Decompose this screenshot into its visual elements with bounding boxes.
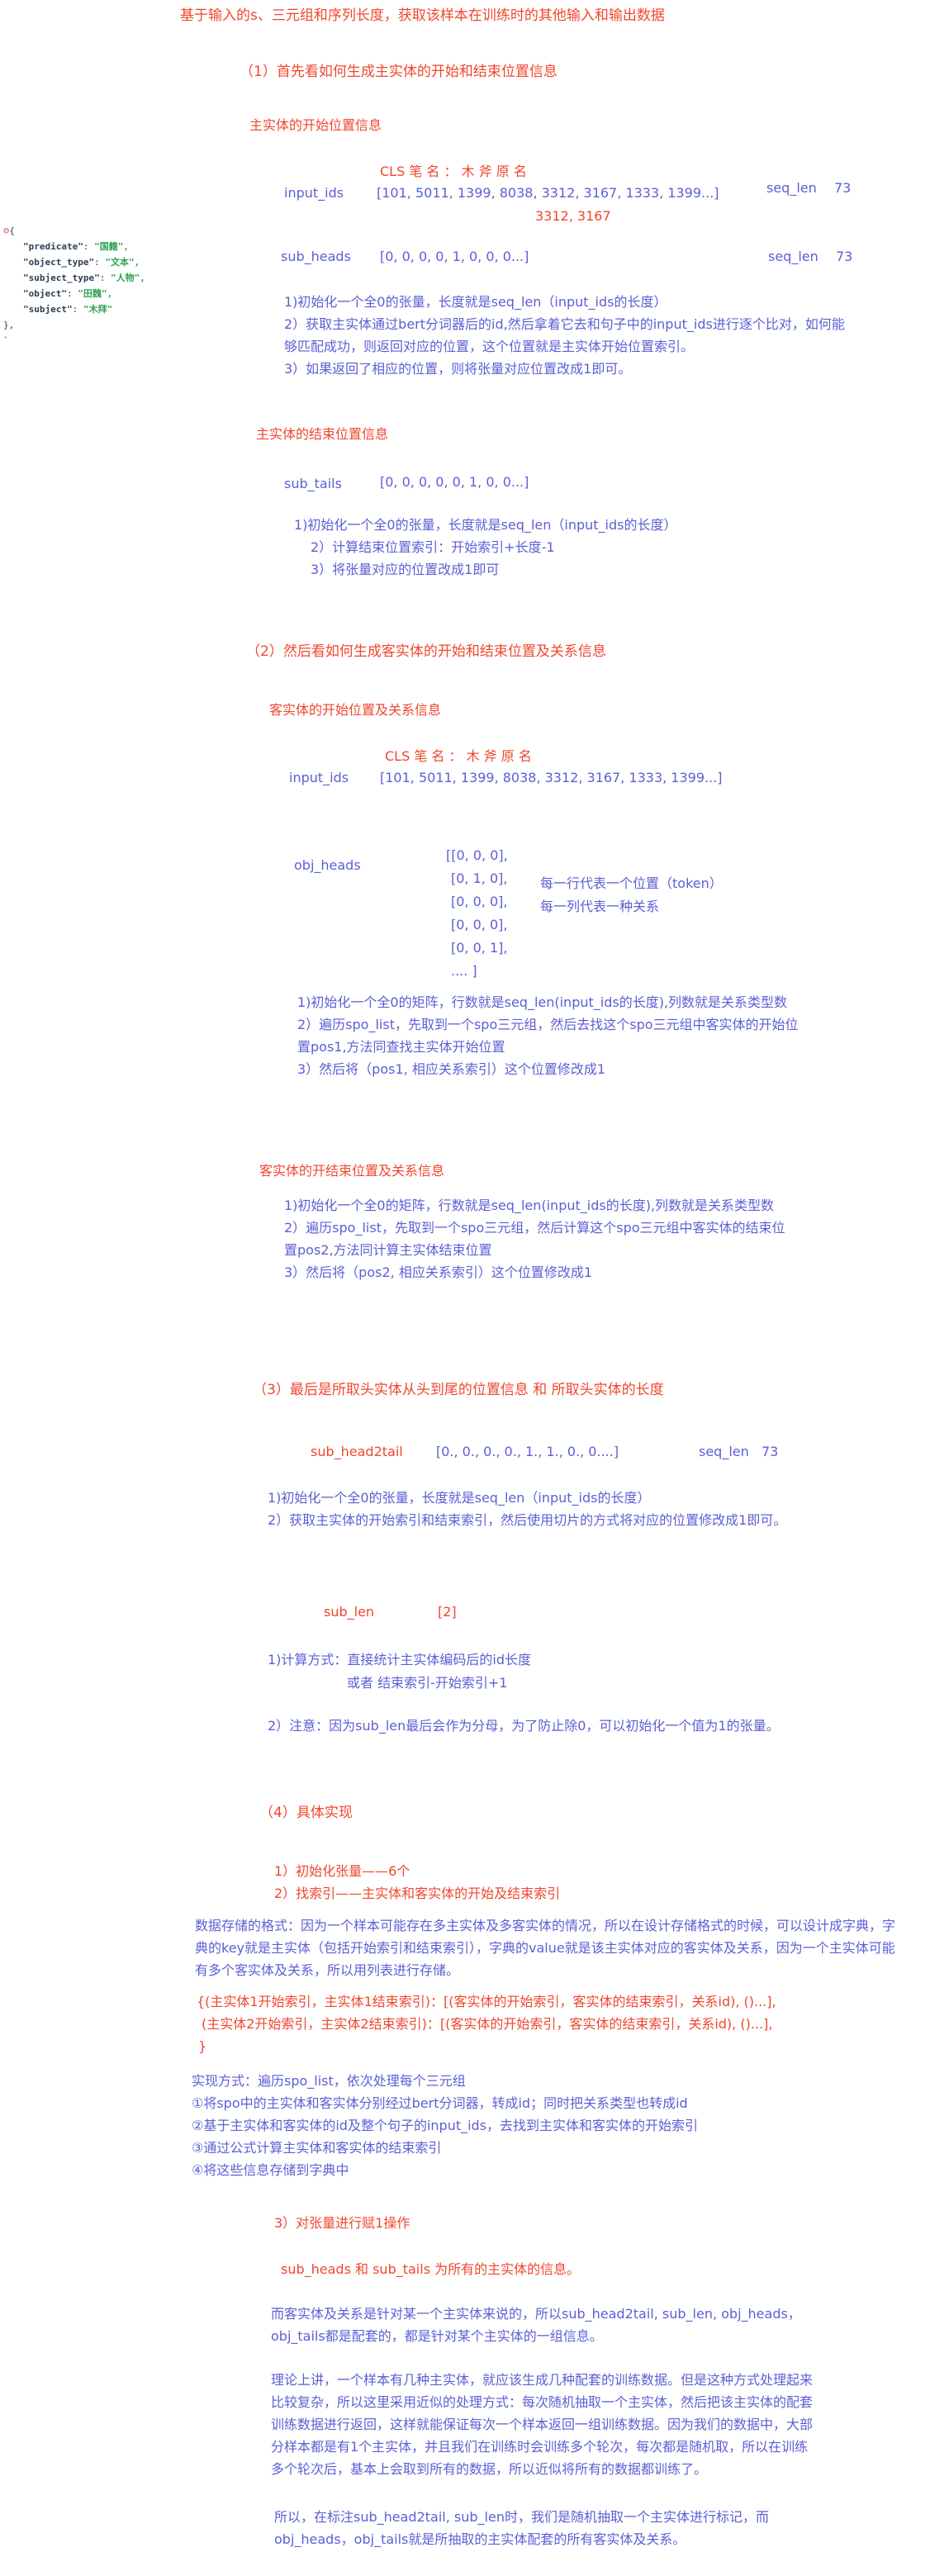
json-value: "文本", <box>105 257 140 268</box>
sub-heads-value: [0, 0, 0, 0, 1, 0, 0, 0...] <box>380 249 529 264</box>
sub-heads-label: sub_heads <box>281 249 351 264</box>
section3-title: （3）最后是所取头实体从头到尾的位置信息 和 所取头实体的长度 <box>253 1382 664 1398</box>
json-snippet: ⊖{ "predicate": "国籍", "object_type": "文本… <box>3 225 145 346</box>
section2-end-title: 客实体的开结束位置及关系信息 <box>259 1163 445 1179</box>
json-key: "subject_type" <box>23 273 100 283</box>
step-text: ②基于主实体和客实体的id及整个句子的input_ids，去找到主实体和客实体的… <box>192 2118 699 2133</box>
sub-len-value: [2] <box>438 1604 457 1620</box>
seq-len-label: seq_len <box>766 180 817 196</box>
matrix-row: [[0, 0, 0], <box>446 847 508 863</box>
sub-head2tail-value: [0., 0., 0., 0., 1., 1., 0., 0....] <box>436 1444 619 1459</box>
section2-title: （2）然后看如何生成客实体的开始和结束位置及关系信息 <box>246 643 606 660</box>
step-text: 1)初始化一个全0的张量，长度就是seq_len（input_ids的长度） <box>294 517 677 533</box>
head2tail-steps: 1)初始化一个全0的张量，长度就是seq_len（input_ids的长度） 2… <box>268 1487 813 1531</box>
format-red-line: } <box>198 2038 207 2054</box>
step-text: ④将这些信息存储到字典中 <box>192 2162 349 2178</box>
step-text: 3）然后将（pos2, 相应关系索引）这个位置修改成1 <box>284 1264 592 1280</box>
section2-start-title: 客实体的开始位置及关系信息 <box>269 702 442 718</box>
impl-method-title: 实现方式：遍历spo_list，依次处理每个三元组 <box>192 2073 466 2089</box>
impl-item2: 2）找索引——主实体和客实体的开始及结束索引 <box>274 1886 561 1901</box>
step-text: ①将spo中的主实体和客实体分别经过bert分词器，转成id；同时把关系类型也转… <box>192 2095 688 2111</box>
step-text: 2）遍历spo_list，先取到一个spo三元组，然后计算这个spo三元组中客实… <box>284 1220 785 1258</box>
page-title: 基于输入的s、三元组和序列长度，获取该样本在训练时的其他输入和输出数据 <box>180 7 665 24</box>
step-text: 2）计算结束位置索引：开始索引+长度-1 <box>311 539 555 555</box>
section1-start-title: 主实体的开始位置信息 <box>249 117 382 133</box>
step-text: 2）获取主实体通过bert分词器后的id,然后拿着它去和句子中的input_id… <box>284 316 845 354</box>
impl-steps: ①将spo中的主实体和客实体分别经过bert分词器，转成id；同时把关系类型也转… <box>192 2092 698 2181</box>
step-text: 3）如果返回了相应的位置，则将张量对应位置改成1即可。 <box>284 361 632 377</box>
step-text: 2）获取主实体的开始索引和结束索引，然后使用切片的方式将对应的位置修改成1即可。 <box>268 1512 787 1528</box>
json-key: "subject" <box>23 304 73 315</box>
json-value: "人物", <box>110 273 145 283</box>
json-key: "object_type" <box>23 257 95 268</box>
input-ids-value: [101, 5011, 1399, 8038, 3312, 3167, 1333… <box>380 770 723 785</box>
step-text: 1)初始化一个全0的张量，长度就是seq_len（input_ids的长度） <box>268 1490 651 1506</box>
input-ids-label: input_ids <box>284 185 344 201</box>
seq-len-label: seq_len <box>699 1444 749 1459</box>
sub-tails-value: [0, 0, 0, 0, 0, 1, 0, 0...] <box>380 474 529 490</box>
paragraph-2: 理论上讲，一个样本有几种主实体，就应该生成几种配套的训练数据。但是这种方式处理起… <box>271 2372 814 2477</box>
matrix-row: [0, 0, 0], <box>451 917 508 932</box>
json-key: "object" <box>23 288 67 299</box>
json-value: "田魏", <box>78 288 113 299</box>
token-row: CLS 笔 名 ： 木 斧 原 名 <box>385 748 532 764</box>
section1-title: （1）首先看如何生成主实体的开始和结束位置信息 <box>240 64 558 80</box>
matrix-row: [0, 0, 0], <box>451 894 508 909</box>
step-text: 1)初始化一个全0的矩阵，行数就是seq_len(input_ids的长度),列… <box>297 994 788 1010</box>
json-close: }, <box>3 320 15 330</box>
obj-heads-matrix: [[0, 0, 0], [0, 1, 0], [0, 0, 0], [0, 0,… <box>446 844 508 983</box>
format-red-line: {(主实体1开始索引，主实体1结束索引)：[(客实体的开始索引，客实体的结束索引… <box>197 1994 776 2009</box>
seq-len-label: seq_len <box>768 249 818 264</box>
sub-len-step1b: 或者 结束索引-开始索引+1 <box>347 1675 508 1691</box>
format-paragraph: 数据存储的格式：因为一个样本可能存在多主实体及多客实体的情况，所以在设计存储格式… <box>195 1918 896 1978</box>
step-text: 1)初始化一个全0的张量，长度就是seq_len（input_ids的长度） <box>284 294 667 310</box>
bracket-icon: ⊖ <box>3 225 10 236</box>
seq-len-value: 73 <box>762 1444 779 1459</box>
section4-title: （4）具体实现 <box>259 1805 353 1821</box>
matrix-row: [0, 1, 0], <box>451 871 508 886</box>
step-text: 1)初始化一个全0的矩阵，行数就是seq_len(input_ids的长度),列… <box>284 1198 775 1213</box>
token-row: CLS 笔 名 ： 木 斧 原 名 <box>380 164 527 179</box>
step-text: 2）遍历spo_list，先取到一个spo三元组，然后去找这个spo三元组中客实… <box>297 1017 799 1055</box>
seq-len-value: 73 <box>836 249 853 264</box>
paragraph-1: 而客实体及关系是针对某一个主实体来说的，所以sub_head2tail, sub… <box>271 2306 801 2344</box>
seq-len-value: 73 <box>834 180 852 196</box>
impl-item3: 3）对张量进行赋1操作 <box>274 2215 410 2231</box>
matrix-row: .... ] <box>451 963 477 979</box>
step-text: 3）将张量对应的位置改成1即可 <box>311 562 500 577</box>
matrix-note-col: 每一列代表一种关系 <box>540 899 660 914</box>
sub-head2tail-label: sub_head2tail <box>311 1444 403 1459</box>
matrix-note-row: 每一行代表一个位置（token） <box>540 875 723 891</box>
json-key: "predicate" <box>23 241 83 252</box>
assign-red-text: sub_heads 和 sub_tails 为所有的主实体的信息。 <box>281 2261 581 2277</box>
end-steps: 1)初始化一个全0的张量，长度就是seq_len（input_ids的长度） 2… <box>294 514 676 581</box>
step-text: 3）然后将（pos1, 相应关系索引）这个位置修改成1 <box>297 1061 605 1077</box>
start-steps: 1)初始化一个全0的张量，长度就是seq_len（input_ids的长度） 2… <box>284 291 854 380</box>
matrix-row: [0, 0, 1], <box>451 940 508 956</box>
sub-len-step1: 1)计算方式：直接统计主实体编码后的id长度 <box>268 1652 532 1668</box>
obj-end-steps: 1)初始化一个全0的矩阵，行数就是seq_len(input_ids的长度),列… <box>284 1194 788 1283</box>
paragraph-3: 所以，在标注sub_head2tail, sub_len时，我们是随机抽取一个主… <box>274 2509 769 2547</box>
json-value: "木拜" <box>83 304 113 315</box>
sub-len-label: sub_len <box>324 1604 375 1620</box>
json-tail: ` <box>3 335 9 346</box>
sub-len-step2: 2）注意：因为sub_len最后会作为分母，为了防止除0，可以初始化一个值为1的… <box>268 1718 780 1734</box>
input-ids-label: input_ids <box>289 770 349 785</box>
format-red-line: (主实体2开始索引，主实体2结束索引)：[(客实体的开始索引，客实体的结束索引，… <box>202 2016 773 2032</box>
section1-end-title: 主实体的结束位置信息 <box>256 426 389 442</box>
obj-heads-label: obj_heads <box>294 857 361 873</box>
json-value: "国籍", <box>94 241 129 252</box>
step-text: ③通过公式计算主实体和客实体的结束索引 <box>192 2140 442 2156</box>
impl-item1: 1）初始化张量——6个 <box>274 1863 410 1879</box>
input-ids-value: [101, 5011, 1399, 8038, 3312, 3167, 1333… <box>377 185 719 201</box>
sub-tails-label: sub_tails <box>284 476 342 491</box>
json-open: { <box>9 225 15 236</box>
highlight-ids: 3312, 3167 <box>535 208 611 224</box>
obj-start-steps: 1)初始化一个全0的矩阵，行数就是seq_len(input_ids的长度),列… <box>297 991 801 1080</box>
